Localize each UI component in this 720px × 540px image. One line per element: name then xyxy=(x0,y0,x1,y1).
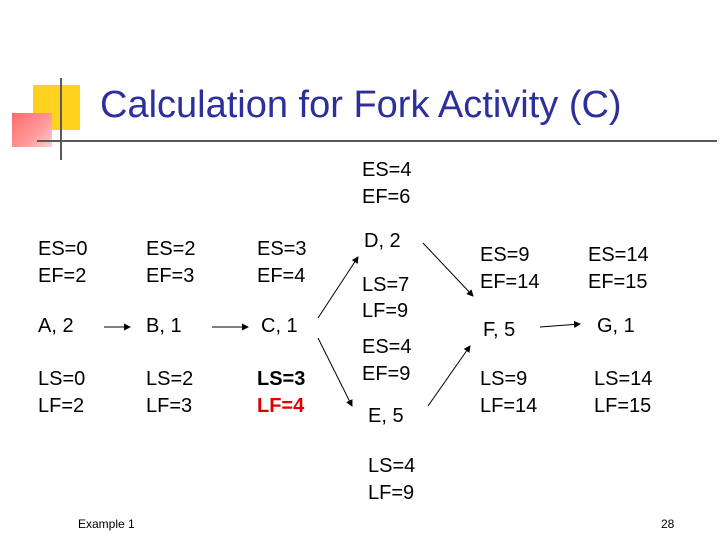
arrow-f-g xyxy=(539,320,581,328)
node-f-label: F, 5 xyxy=(483,319,516,341)
node-f-lf: LF=14 xyxy=(480,395,538,417)
node-b-es: ES=2 xyxy=(146,238,196,260)
node-b-ef: EF=3 xyxy=(146,265,195,287)
node-b-label: B, 1 xyxy=(146,315,182,337)
node-a-ef: EF=2 xyxy=(38,265,87,287)
node-d-ef: EF=6 xyxy=(362,186,411,208)
decorative-vertical-line xyxy=(60,78,62,160)
node-a-es: ES=0 xyxy=(38,238,88,260)
node-e-lf: LF=9 xyxy=(368,482,415,504)
node-g-ef: EF=15 xyxy=(588,271,648,293)
node-f-ef: EF=14 xyxy=(480,271,540,293)
node-c-ls: LS=3 xyxy=(257,368,306,390)
node-a-lf: LF=2 xyxy=(38,395,85,417)
node-f-ls: LS=9 xyxy=(480,368,528,390)
node-f-es: ES=9 xyxy=(480,244,530,266)
node-e-es: ES=4 xyxy=(362,336,412,358)
node-d-ls: LS=7 xyxy=(362,274,410,296)
node-c-ef: EF=4 xyxy=(257,265,306,287)
node-c-lf: LF=4 xyxy=(257,395,305,417)
arrow-c-e xyxy=(317,337,353,407)
node-a-ls: LS=0 xyxy=(38,368,86,390)
node-d-lf: LF=9 xyxy=(362,300,409,322)
node-e-ls: LS=4 xyxy=(368,455,416,477)
arrow-e-f xyxy=(427,345,471,407)
node-g-es: ES=14 xyxy=(588,244,649,266)
node-c-es: ES=3 xyxy=(257,238,307,260)
arrow-d-f xyxy=(422,242,474,297)
node-a-label: A, 2 xyxy=(38,315,74,337)
node-c-label: C, 1 xyxy=(261,315,298,337)
node-d-label: D, 2 xyxy=(364,230,401,252)
footer-label: Example 1 xyxy=(78,517,135,531)
title-underline xyxy=(37,140,717,142)
node-d-es: ES=4 xyxy=(362,159,412,181)
page-number: 28 xyxy=(661,517,675,531)
node-g-label: G, 1 xyxy=(597,315,635,337)
node-b-ls: LS=2 xyxy=(146,368,194,390)
node-g-ls: LS=14 xyxy=(594,368,653,390)
node-b-lf: LF=3 xyxy=(146,395,193,417)
slide-title: Calculation for Fork Activity (C) xyxy=(100,84,622,126)
arrow-c-d xyxy=(317,256,359,319)
node-e-ef: EF=9 xyxy=(362,363,411,385)
node-g-lf: LF=15 xyxy=(594,395,652,417)
node-e-label: E, 5 xyxy=(368,405,404,427)
